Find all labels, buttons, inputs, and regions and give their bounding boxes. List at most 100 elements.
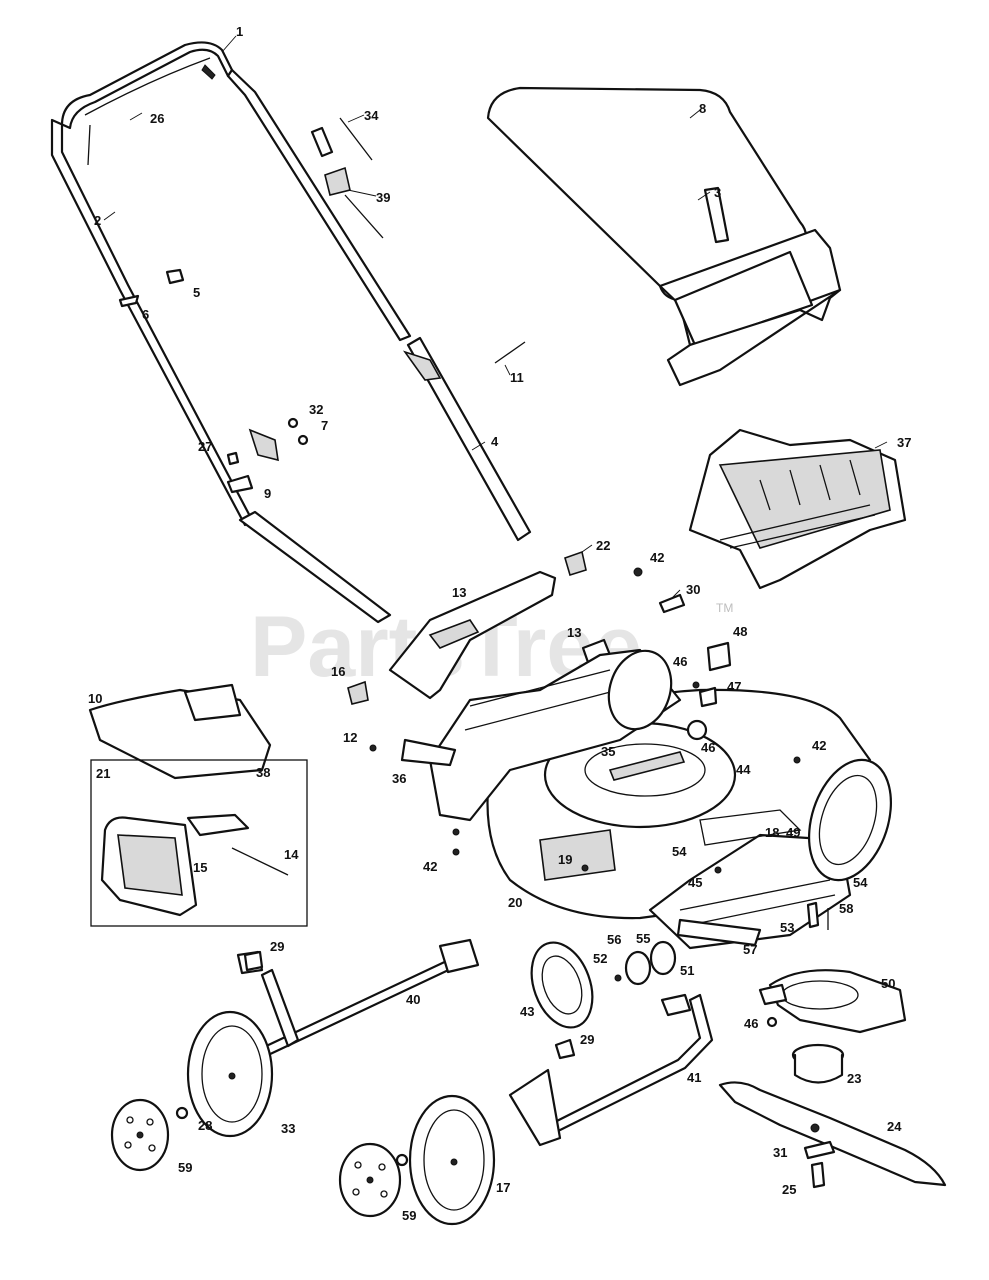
callout-34: 34 xyxy=(364,108,379,123)
callout-49: 49 xyxy=(786,825,800,840)
callout-44: 44 xyxy=(736,762,751,777)
callout-53: 53 xyxy=(780,920,794,935)
callout-5: 5 xyxy=(193,285,200,300)
blade-adapter xyxy=(791,1043,845,1084)
drive-gears xyxy=(614,940,677,986)
callout-6: 6 xyxy=(142,307,149,322)
wheel-17 xyxy=(408,1094,496,1226)
callout-52: 52 xyxy=(593,951,607,966)
callout-9: 9 xyxy=(264,486,271,501)
callout-19: 19 xyxy=(558,852,572,867)
callout-46b: 46 xyxy=(701,740,715,755)
callout-57: 57 xyxy=(743,942,757,957)
callout-42c: 42 xyxy=(423,859,437,874)
callout-39: 39 xyxy=(376,190,390,205)
callout-14: 14 xyxy=(284,847,299,862)
hubcap-59-left xyxy=(110,1098,170,1172)
side-discharge-cover xyxy=(88,683,272,780)
front-axle-housing xyxy=(648,833,852,950)
nut-28 xyxy=(175,1106,189,1120)
callout-1: 1 xyxy=(236,24,243,39)
callout-29a: 29 xyxy=(270,939,284,954)
mower-blade xyxy=(718,1081,947,1187)
callout-37: 37 xyxy=(897,435,911,450)
callout-50: 50 xyxy=(881,976,895,991)
callout-55: 55 xyxy=(636,931,650,946)
callout-35: 35 xyxy=(601,744,615,759)
callout-29b: 29 xyxy=(580,1032,594,1047)
rear-axle-and-lever xyxy=(236,938,480,1058)
callout-12: 12 xyxy=(343,730,357,745)
callout-4: 4 xyxy=(491,434,499,449)
wheel-43 xyxy=(530,941,594,1029)
callout-54a: 54 xyxy=(672,844,687,859)
callout-45: 45 xyxy=(688,875,702,890)
hubcap-59-right xyxy=(338,1142,402,1218)
callout-33: 33 xyxy=(281,1121,295,1136)
callout-22: 22 xyxy=(596,538,610,553)
callout-labels: 1 2 3 4 5 6 7 8 9 10 11 12 13 13 14 15 1… xyxy=(88,24,911,1223)
callout-31: 31 xyxy=(773,1145,787,1160)
callout-40: 40 xyxy=(406,992,420,1007)
grass-bag xyxy=(486,86,842,387)
cap-29-left xyxy=(243,950,264,972)
callout-leaders xyxy=(103,35,888,599)
callout-7: 7 xyxy=(321,418,328,433)
callout-58: 58 xyxy=(839,901,853,916)
callout-46c: 46 xyxy=(744,1016,758,1031)
callout-41: 41 xyxy=(687,1070,701,1085)
callout-46a: 46 xyxy=(673,654,687,669)
inset-panel: 21 xyxy=(90,759,308,927)
callout-24: 24 xyxy=(887,1119,902,1134)
callout-42b: 42 xyxy=(812,738,826,753)
fasteners xyxy=(369,567,829,930)
callout-13b: 13 xyxy=(567,625,581,640)
callout-17: 17 xyxy=(496,1180,510,1195)
wheel-33 xyxy=(186,1010,274,1138)
inset-number: 21 xyxy=(96,766,110,781)
callout-51: 51 xyxy=(680,963,694,978)
callout-13a: 13 xyxy=(452,585,466,600)
rear-left-wheel xyxy=(607,649,673,731)
blade-bolt xyxy=(803,1140,836,1189)
callout-43: 43 xyxy=(520,1004,534,1019)
callout-54b: 54 xyxy=(853,875,868,890)
lower-handle xyxy=(238,336,532,624)
callout-3: 3 xyxy=(714,185,721,200)
handle-hardware xyxy=(118,268,309,494)
callout-48: 48 xyxy=(733,624,747,639)
callout-36: 36 xyxy=(392,771,406,786)
callout-59a: 59 xyxy=(178,1160,192,1175)
callout-26: 26 xyxy=(150,111,164,126)
front-axle-and-lever xyxy=(508,993,714,1147)
callout-23: 23 xyxy=(847,1071,861,1086)
nut-front xyxy=(395,1153,409,1167)
rear-right-wheel xyxy=(807,758,893,882)
callout-59b: 59 xyxy=(402,1208,416,1223)
callout-2: 2 xyxy=(94,213,101,228)
springs xyxy=(347,550,587,705)
watermark-tm: TM xyxy=(716,601,733,615)
callout-11: 11 xyxy=(510,370,524,385)
cap-29-right xyxy=(554,1038,576,1060)
callout-28: 28 xyxy=(198,1118,212,1133)
rear-deflector xyxy=(688,428,907,590)
callout-20: 20 xyxy=(508,895,522,910)
callout-27: 27 xyxy=(198,439,212,454)
callout-38: 38 xyxy=(256,765,270,780)
callout-47: 47 xyxy=(727,679,741,694)
blade-baffle xyxy=(758,969,907,1034)
callout-56: 56 xyxy=(607,932,621,947)
callout-10: 10 xyxy=(88,691,102,706)
callout-25: 25 xyxy=(782,1182,796,1197)
callout-16: 16 xyxy=(331,664,345,679)
callout-30: 30 xyxy=(686,582,700,597)
callout-42a: 42 xyxy=(650,550,664,565)
callout-15: 15 xyxy=(193,860,207,875)
callout-32: 32 xyxy=(309,402,323,417)
callout-18: 18 xyxy=(765,825,779,840)
drive-belt xyxy=(699,809,802,846)
callout-8: 8 xyxy=(699,101,706,116)
